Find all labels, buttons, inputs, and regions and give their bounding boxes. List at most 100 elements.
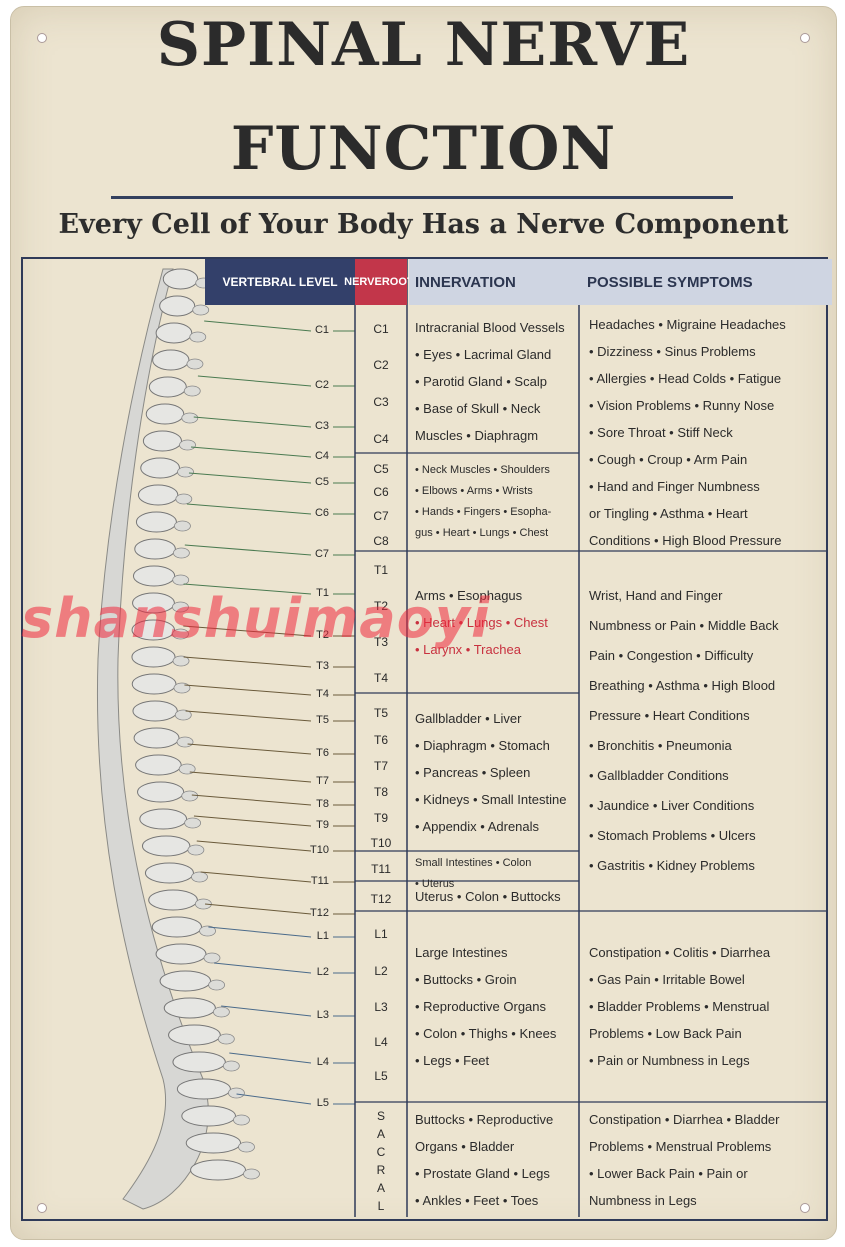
- vertebra: [141, 835, 191, 857]
- nerve-root-label: T6: [373, 733, 388, 747]
- nerve-root-label: C3: [373, 395, 389, 409]
- innervation-cell: Arms • Esophagus• Heart • Lungs • Chest•…: [415, 582, 577, 663]
- symptom-line: Headaches • Migraine Headaches: [589, 317, 786, 332]
- leader-line: [183, 656, 312, 668]
- leader-line: [190, 446, 312, 458]
- symptom-line: • Gas Pain • Irritable Bowel: [589, 972, 745, 987]
- vertebra: [144, 862, 194, 884]
- vertebra: [151, 916, 203, 938]
- vertebral-level-label: T11: [310, 875, 329, 887]
- innervation-line: • Ankles • Feet • Toes: [415, 1192, 539, 1208]
- symptom-line: • Vision Problems • Runny Nose: [589, 398, 775, 413]
- vertebra: [148, 376, 187, 398]
- vertebra: [159, 295, 196, 317]
- vertebra-process: [174, 709, 192, 721]
- vertebral-level-label: C3: [314, 420, 329, 432]
- innervation-line: • Appendix • Adrenals: [415, 818, 540, 834]
- vertebral-level-label: T6: [316, 747, 329, 759]
- innervation-line: • Pancreas • Spleen: [415, 764, 531, 780]
- innervation-cell: Gallbladder • Liver• Diaphragm • Stomach…: [415, 705, 577, 840]
- vertebra: [137, 484, 179, 506]
- leader-line: [196, 840, 312, 852]
- vertebral-level-label: T9: [316, 819, 329, 831]
- innervation-line: • Colon • Thighs • Knees: [415, 1026, 557, 1041]
- vertebral-level-label: L2: [316, 966, 329, 978]
- sacral-letter: A: [376, 1181, 385, 1195]
- innervation-line: • Buttocks • Groin: [415, 972, 517, 987]
- nerve-root-label: C6: [373, 485, 389, 499]
- vertebra-process: [172, 655, 190, 667]
- vertebra: [190, 1159, 246, 1181]
- vertebra-process: [192, 304, 210, 316]
- header-symptoms: POSSIBLE SYMPTOMS: [581, 259, 832, 305]
- nerve-root-label: C1: [373, 322, 389, 336]
- vertebra: [145, 403, 185, 425]
- vertebra: [185, 1132, 242, 1154]
- innervation-cell: Small Intestines • Colon• Uterus: [415, 853, 577, 895]
- symptom-line: or Tingling • Asthma • Heart: [589, 506, 748, 521]
- vertebra: [136, 781, 185, 803]
- vertebra-process: [179, 439, 196, 451]
- vertebra: [140, 457, 181, 479]
- vertebra-process: [174, 520, 191, 532]
- leader-line: [183, 625, 312, 637]
- symptom-cell: Headaches • Migraine Headaches• Dizzines…: [589, 311, 825, 554]
- vertebra: [131, 673, 177, 695]
- nerve-root-label: L5: [374, 1069, 388, 1083]
- vertebra-process: [228, 1087, 245, 1099]
- vertebra-process: [184, 817, 202, 829]
- leader-line: [236, 1093, 312, 1105]
- innervation-line: Large Intestines: [415, 945, 508, 960]
- innervation-line: • Prostate Gland • Legs: [415, 1165, 550, 1181]
- leader-line: [208, 926, 312, 938]
- vertebra-process: [189, 331, 207, 343]
- vertebra-process: [177, 466, 194, 478]
- innervation-line: • Elbows • Arms • Wrists: [415, 485, 533, 497]
- vertebra: [163, 997, 216, 1019]
- vertebral-level-label: C4: [314, 450, 329, 462]
- symptom-line: Pain • Congestion • Difficulty: [589, 648, 754, 663]
- symptom-line: Numbness or Pain • Middle Back: [589, 618, 779, 633]
- vertebra: [162, 268, 199, 290]
- vertebral-level-label: C7: [314, 548, 329, 560]
- nerve-root-label: T1: [373, 563, 388, 577]
- symptom-line: Constipation • Diarrhea • Bladder: [589, 1111, 780, 1127]
- vertebral-level-label: L3: [316, 1009, 329, 1021]
- nerve-root-label: T7: [373, 759, 388, 773]
- vertebra-process: [172, 574, 190, 586]
- nerve-root-label: C5: [373, 462, 389, 476]
- vertebra-process: [199, 925, 216, 937]
- vertebra-process: [194, 898, 212, 910]
- leader-line: [186, 503, 312, 515]
- vertebra: [139, 808, 188, 830]
- symptom-line: Breathing • Asthma • High Blood: [589, 678, 776, 693]
- vertebral-level-label: T12: [310, 907, 329, 919]
- sacral-letter: L: [377, 1199, 385, 1213]
- innervation-line: • Hands • Fingers • Esopha-: [415, 506, 552, 518]
- innervation-line: Small Intestines • Colon: [415, 857, 532, 869]
- innervation-cell: Large Intestines• Buttocks • Groin• Repr…: [415, 939, 577, 1074]
- symptom-line: • Cough • Croup • Arm Pain: [589, 452, 748, 467]
- nerve-root-label: T8: [373, 785, 388, 799]
- vertebral-level-label: T8: [316, 798, 329, 810]
- vertebral-level-label: T5: [316, 714, 329, 726]
- vertebra: [155, 322, 193, 344]
- vertebral-level-label: T1: [316, 587, 329, 599]
- symptom-line: Constipation • Colitis • Diarrhea: [589, 945, 771, 960]
- subtitle: Every Cell of Your Body Has a Nerve Comp…: [58, 209, 789, 240]
- nerve-root-label: L3: [374, 1000, 388, 1014]
- leader-line: [191, 794, 312, 806]
- leader-line: [189, 771, 312, 783]
- vertebra-process: [181, 412, 199, 424]
- vertebra-process: [217, 1033, 235, 1045]
- innervation-line: • Eyes • Lacrimal Gland: [415, 346, 552, 362]
- nerve-root-label: T2: [373, 599, 388, 613]
- symptom-line: Conditions • High Blood Pressure: [589, 533, 782, 548]
- innervation-line: Uterus • Colon • Buttocks: [415, 889, 561, 904]
- innervation-line: • Diaphragm • Stomach: [415, 737, 550, 753]
- vertebra: [134, 538, 176, 560]
- vertebral-level-label: L4: [316, 1056, 329, 1068]
- vertebra-process: [203, 952, 221, 964]
